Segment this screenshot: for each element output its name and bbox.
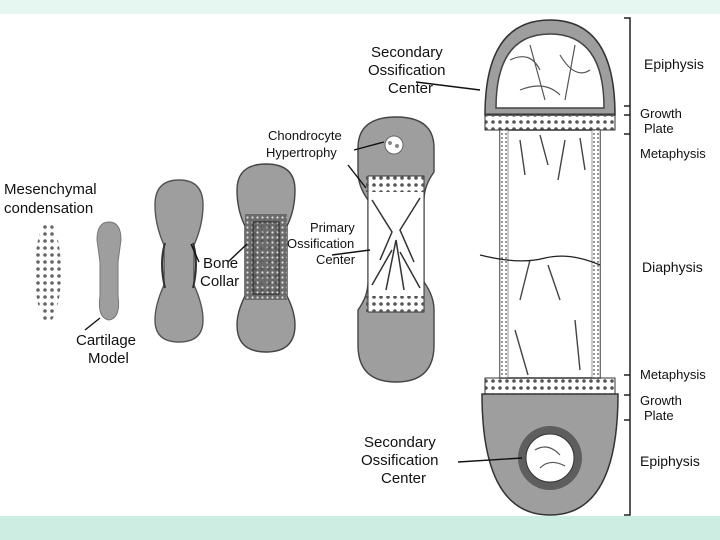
svg-text:Center: Center bbox=[381, 470, 426, 487]
region-epiphysis-bottom: Epiphysis bbox=[640, 453, 700, 469]
leader-lines bbox=[84, 81, 523, 463]
svg-text:Center: Center bbox=[388, 80, 433, 97]
label-secondary-ossification-bottom: Secondary Ossification Center bbox=[361, 434, 439, 487]
svg-text:condensation: condensation bbox=[4, 200, 93, 217]
region-diaphysis: Diaphysis bbox=[642, 259, 703, 275]
svg-text:Bone: Bone bbox=[203, 255, 238, 272]
label-chondrocyte: Chondrocyte Hypertrophy bbox=[266, 128, 342, 160]
region-growth-plate-bottom: Growth bbox=[640, 393, 682, 408]
svg-text:Ossification: Ossification bbox=[361, 452, 439, 469]
bone-collar-stage bbox=[236, 163, 296, 353]
svg-text:Mesenchymal: Mesenchymal bbox=[4, 181, 97, 198]
region-epiphysis-top: Epiphysis bbox=[644, 56, 704, 72]
svg-text:Secondary: Secondary bbox=[364, 434, 436, 451]
svg-text:Chondrocyte: Chondrocyte bbox=[268, 128, 342, 143]
label-cartilage-model: Cartilage Model bbox=[76, 332, 136, 367]
svg-text:Primary: Primary bbox=[310, 220, 355, 235]
svg-text:Secondary: Secondary bbox=[371, 44, 443, 61]
top-frame-band bbox=[0, 0, 720, 14]
bottom-frame-band bbox=[0, 516, 720, 540]
region-metaphysis-bottom: Metaphysis bbox=[640, 367, 706, 382]
svg-text:Model: Model bbox=[88, 350, 129, 367]
svg-text:Hypertrophy: Hypertrophy bbox=[266, 145, 337, 160]
svg-text:Ossification: Ossification bbox=[287, 236, 354, 251]
svg-text:Cartilage: Cartilage bbox=[76, 332, 136, 349]
label-bone-collar: Bone Collar bbox=[200, 255, 239, 290]
svg-text:Center: Center bbox=[316, 252, 356, 267]
mesenchymal-condensation bbox=[35, 222, 61, 322]
label-mesenchymal: Mesenchymal condensation bbox=[4, 181, 97, 217]
cartilage-stage-3 bbox=[154, 179, 204, 343]
svg-text:Ossification: Ossification bbox=[368, 62, 446, 79]
region-growth-plate-top: Growth bbox=[640, 106, 682, 121]
region-bracket bbox=[624, 17, 631, 516]
label-secondary-ossification-top: Secondary Ossification Center bbox=[368, 44, 446, 97]
region-labels: Epiphysis Growth Plate Metaphysis Diaphy… bbox=[640, 56, 706, 469]
svg-text:Collar: Collar bbox=[200, 273, 239, 290]
label-primary-ossification: Primary Ossification Center bbox=[287, 220, 356, 267]
mature-long-bone bbox=[479, 19, 619, 516]
region-growth-plate-bottom-2: Plate bbox=[644, 408, 674, 423]
region-metaphysis-top: Metaphysis bbox=[640, 146, 706, 161]
primary-ossification-stage bbox=[357, 116, 435, 383]
cartilage-model bbox=[96, 221, 122, 321]
region-growth-plate-top-2: Plate bbox=[644, 121, 674, 136]
